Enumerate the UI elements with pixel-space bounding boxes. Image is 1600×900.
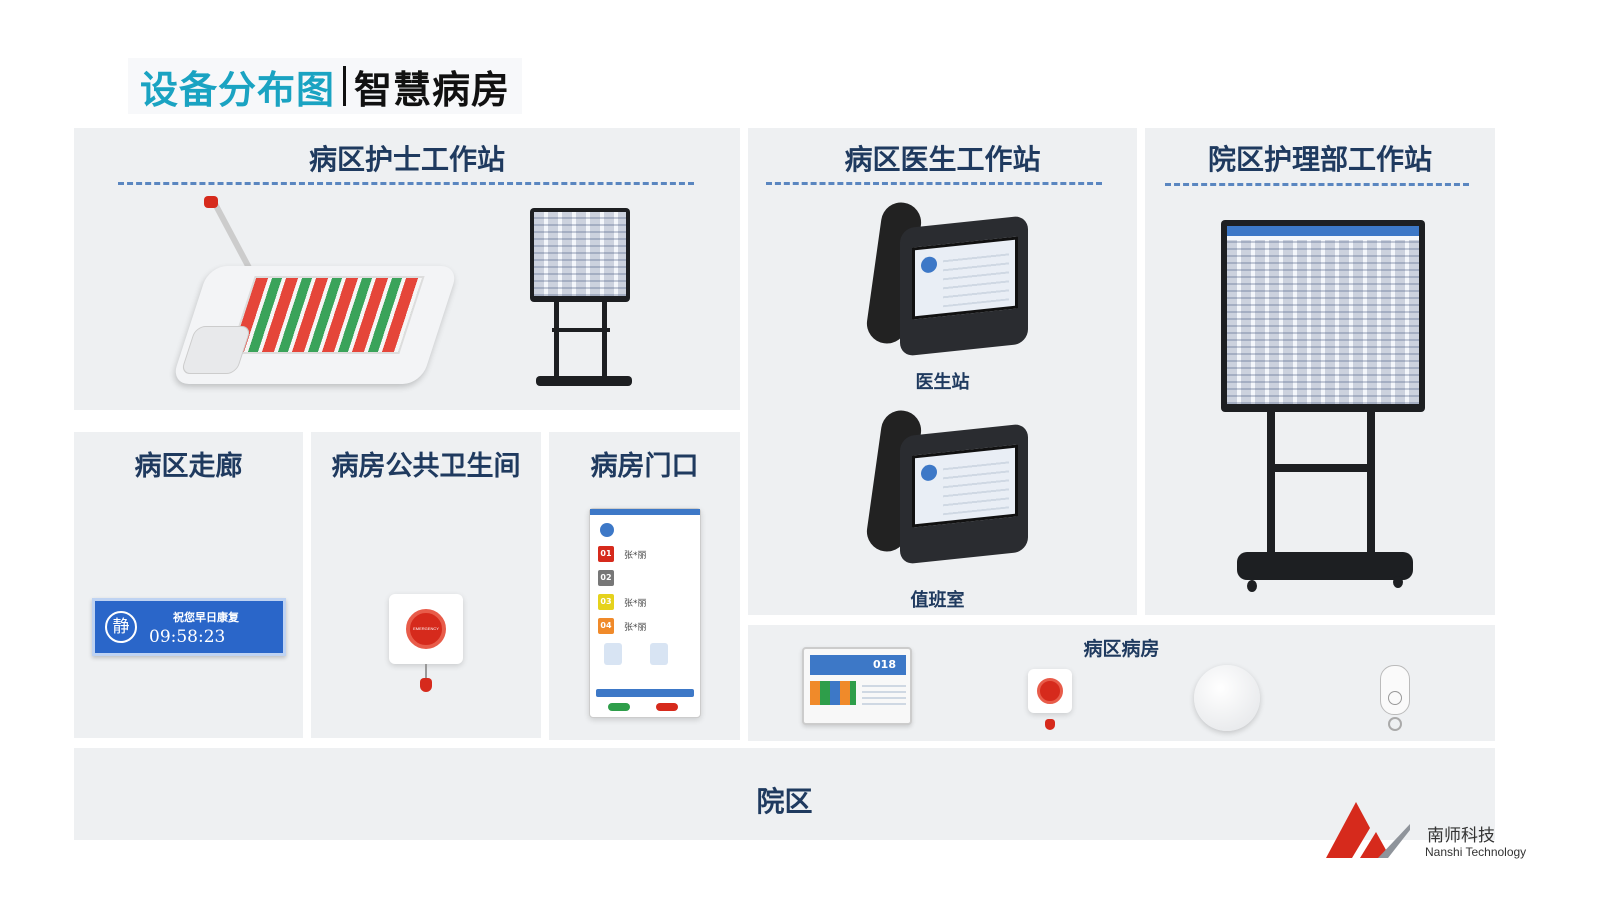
handheld-pendant	[1376, 665, 1416, 739]
divider	[118, 182, 694, 185]
bedside-bed-number: 018	[873, 658, 896, 671]
panel-title-corridor: 病区走廊	[134, 451, 243, 482]
company-name: 南师科技	[1427, 826, 1495, 846]
panel-toilet: 病房公共卫生间 EMERGENCY	[311, 432, 541, 738]
corridor-led-display: 静 祝您早日康复 09:58:23	[92, 598, 286, 656]
toilet-emergency-alarm: EMERGENCY	[389, 594, 463, 694]
quiet-icon: 静	[105, 611, 137, 643]
panel-title-nursing-dept: 院区护理部工作站	[1207, 143, 1432, 176]
panel-ward: 病区病房 018	[748, 625, 1495, 741]
panel-title-ward: 病区病房	[1083, 638, 1160, 660]
title-separator	[343, 66, 347, 106]
ward-emergency-button	[1028, 669, 1078, 739]
title-part2: 智慧病房	[354, 67, 511, 112]
title-part1: 设备分布图	[140, 67, 336, 112]
divider	[766, 182, 1102, 185]
company-subtitle: Nanshi Technology	[1425, 845, 1527, 859]
nurse-large-screen	[530, 208, 634, 398]
display-message: 祝您早日康复	[173, 611, 239, 624]
caption-duty-room: 值班室	[910, 590, 965, 611]
door-tablet: 01 张*丽 02 03 张*丽 04 张*丽	[589, 508, 701, 718]
caption-doctor: 医生站	[915, 372, 970, 393]
duty-room-video-phone	[840, 407, 1040, 568]
nursing-dept-large-screen	[1217, 220, 1431, 606]
panel-campus: 院区	[74, 748, 1495, 840]
panel-title-door: 病房门口	[590, 451, 699, 482]
panel-title-nurse: 病区护士工作站	[308, 143, 505, 176]
page-title: 设备分布图 智慧病房	[128, 58, 523, 114]
panel-corridor: 病区走廊 静 祝您早日康复 09:58:23	[74, 432, 303, 738]
company-logo	[1326, 802, 1410, 858]
ceiling-sensor	[1194, 665, 1260, 731]
panel-doctor-station: 病区医生工作站 医生站 值班室	[748, 128, 1137, 615]
emergency-label: EMERGENCY	[413, 626, 439, 631]
doctor-video-phone	[840, 199, 1040, 360]
panel-title-doctor: 病区医生工作站	[844, 143, 1041, 176]
nurse-host-console	[170, 196, 470, 396]
panel-door: 病房门口 01 张*丽 02 03 张*丽 04 张*丽	[549, 432, 740, 740]
panel-title-campus: 院区	[756, 785, 813, 818]
panel-nursing-dept: 院区护理部工作站	[1145, 128, 1495, 615]
panel-nurse-station: 病区护士工作站	[74, 128, 740, 410]
bedside-terminal: 018	[802, 647, 912, 725]
panel-title-toilet: 病房公共卫生间	[331, 451, 521, 482]
divider	[1165, 183, 1469, 186]
display-time: 09:58:23	[149, 627, 226, 647]
logo-mark-icon	[1326, 802, 1410, 858]
console-screen	[229, 276, 425, 354]
